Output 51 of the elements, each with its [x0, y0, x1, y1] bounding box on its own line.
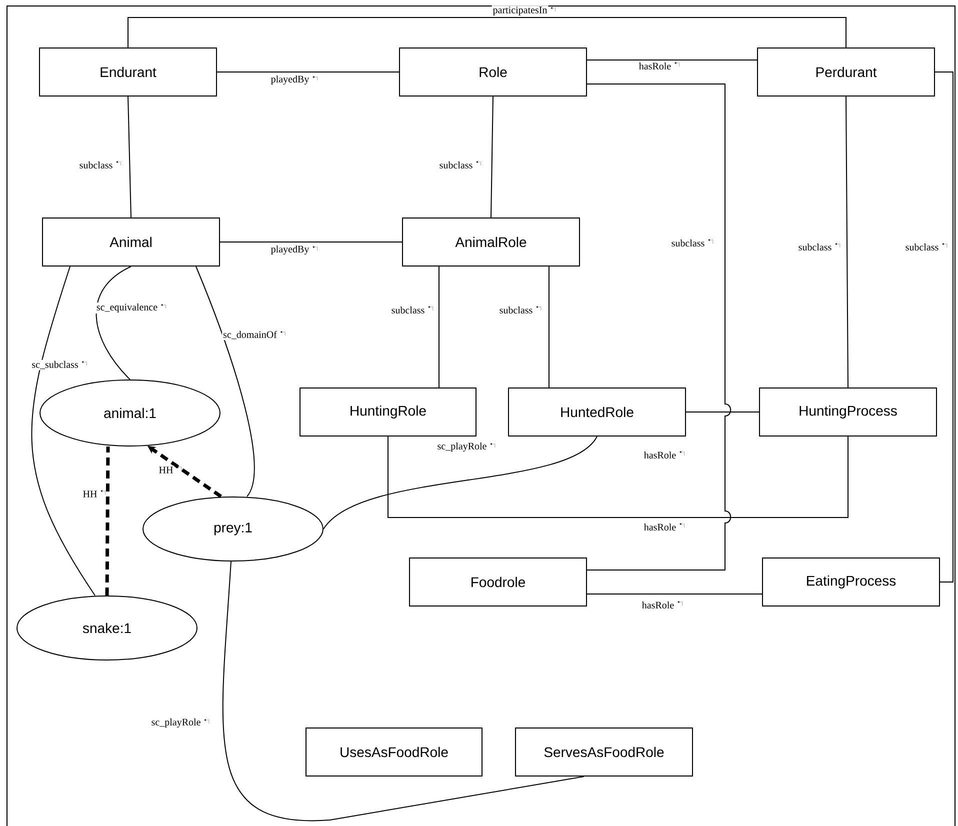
connector-line	[846, 96, 848, 388]
edge-label: sc_playRole	[436, 441, 496, 453]
edge-label: sc_equivalence	[95, 302, 166, 314]
connector-line	[222, 561, 584, 821]
edge-label: hasRole	[638, 61, 680, 70]
connector-line	[105, 446, 110, 596]
class-box: Animal	[42, 218, 220, 266]
class-box: Perdurant	[757, 48, 935, 96]
edge-label: hasRole	[642, 522, 685, 532]
edge-label: hasRole	[642, 450, 685, 460]
edge-label: sc_subclass	[30, 360, 87, 370]
connector-line	[323, 436, 598, 530]
edge-label: playedBy	[270, 244, 318, 256]
connector-line	[586, 84, 732, 570]
class-box: HuntedRole	[508, 388, 686, 436]
edge-label: subclass	[670, 238, 714, 248]
ellipse-node: prey:1	[142, 496, 324, 562]
class-box: HuntingProcess	[759, 388, 937, 436]
edge-label: subclass	[390, 305, 434, 315]
edge-label: sc_domainOf	[222, 330, 286, 340]
edge-label: playedBy	[270, 74, 318, 86]
edge-label: hasRole	[640, 600, 683, 610]
edge-label: participatesIn	[492, 6, 556, 16]
ellipse-node: snake:1	[16, 596, 198, 660]
edge-label: subclass	[797, 242, 840, 252]
edge-label: HH	[158, 466, 182, 474]
class-box: ServesAsFoodRole	[515, 728, 693, 776]
class-box: HuntingRole	[300, 388, 476, 436]
class-box: Foodrole	[409, 558, 587, 606]
connector-line	[128, 96, 132, 218]
ellipse-node: animal:1	[40, 380, 220, 446]
connector-line	[438, 266, 440, 388]
connector-line	[96, 266, 132, 380]
connector-line	[548, 266, 550, 388]
class-box: Role	[399, 48, 587, 96]
class-box: UsesAsFoodRole	[306, 728, 482, 776]
connector-line	[196, 266, 255, 497]
connector-line	[128, 17, 846, 48]
edge-label: subclass	[498, 305, 542, 315]
connector-line	[388, 436, 848, 518]
edge-label: HH	[82, 490, 106, 498]
connector-line	[31, 266, 96, 596]
edge-label: sc_playRole	[150, 717, 210, 729]
class-box: Endurant	[39, 48, 217, 96]
edge-label: subclass	[438, 160, 482, 170]
edge-label: subclass	[904, 242, 948, 252]
connector-line	[934, 72, 954, 582]
edge-label: subclass	[78, 160, 122, 170]
class-box: AnimalRole	[402, 218, 580, 266]
connector-line	[490, 96, 494, 218]
class-box: EatingProcess	[762, 558, 940, 606]
